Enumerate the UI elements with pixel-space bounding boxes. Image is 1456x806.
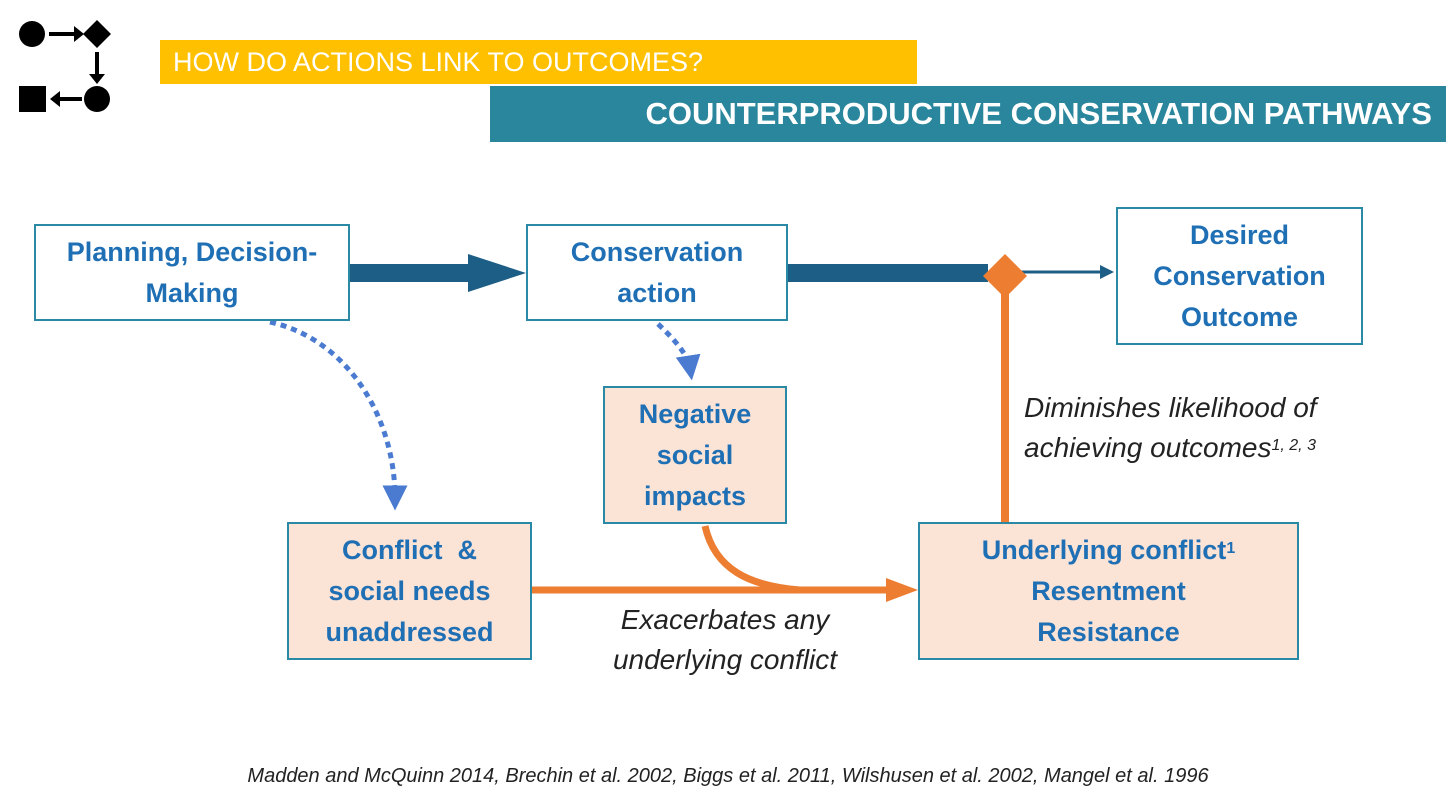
- conflict-line1: Conflict &: [342, 534, 477, 565]
- circle-icon: [84, 86, 110, 112]
- conflict-box: Conflict & social needs unaddressed: [287, 522, 532, 660]
- outcome-line3: Outcome: [1180, 301, 1299, 332]
- orange-arrow-negative-merge: [701, 525, 801, 594]
- square-icon: [19, 86, 46, 112]
- orange-arrow-underlying-to-main: [983, 254, 1027, 522]
- diminishes-line2-text: achieving outcomes: [1024, 432, 1272, 463]
- dotted-arrow-action-to-negative: [656, 322, 701, 381]
- circle-icon: [19, 21, 45, 47]
- negative-line1: Negative: [638, 398, 752, 429]
- action-line2: action: [617, 277, 697, 308]
- outcome-line2: Conservation: [1153, 260, 1326, 291]
- diminishes-note: Diminishes likelihood of achieving outco…: [1024, 388, 1317, 468]
- diminishes-line1: Diminishes likelihood of: [1024, 392, 1317, 423]
- question-banner: HOW DO ACTIONS LINK TO OUTCOMES?: [160, 40, 917, 84]
- exacerbates-line2: underlying conflict: [612, 644, 838, 675]
- underlying-line1-sup: 1: [1226, 539, 1236, 557]
- orange-arrow-conflict-to-underlying: [532, 578, 918, 602]
- underlying-conflict-box: Underlying conflict1 Resentment Resistan…: [918, 522, 1299, 660]
- arrow-left-icon: [50, 91, 82, 107]
- underlying-line1: Underlying conflict1: [982, 530, 1235, 571]
- conflict-line2: social needs: [328, 575, 491, 606]
- conservation-action-box: Conservation action: [526, 224, 788, 321]
- pathway-logo: [19, 20, 111, 112]
- planning-line2: Making: [145, 277, 239, 308]
- main-arrow-planning-to-action: [350, 254, 526, 292]
- diminishes-line2-sup: 1, 2, 3: [1271, 437, 1316, 454]
- planning-box: Planning, Decision- Making: [34, 224, 350, 321]
- exacerbates-note: Exacerbates any underlying conflict: [580, 600, 870, 680]
- diminishes-line2: achieving outcomes1, 2, 3: [1024, 428, 1317, 468]
- conflict-line3: unaddressed: [325, 616, 494, 647]
- arrow-down-icon: [89, 52, 105, 84]
- citation: Madden and McQuinn 2014, Brechin et al. …: [247, 765, 1209, 787]
- underlying-line1-text: Underlying conflict: [981, 534, 1227, 565]
- desired-outcome-box: Desired Conservation Outcome: [1116, 207, 1363, 345]
- negative-impacts-box: Negative social impacts: [603, 386, 787, 524]
- main-arrow-action-to-outcome: [788, 264, 1114, 282]
- diamond-icon: [83, 20, 111, 48]
- negative-line2: social: [656, 439, 734, 470]
- arrow-right-icon: [49, 26, 84, 42]
- dotted-arrow-planning-to-conflict: [269, 319, 408, 511]
- exacerbates-line1: Exacerbates any: [620, 604, 830, 635]
- planning-line1: Planning, Decision-: [66, 236, 318, 267]
- action-line1: Conservation: [570, 236, 744, 267]
- outcome-line1: Desired: [1189, 219, 1290, 250]
- underlying-line2: Resentment: [1031, 575, 1186, 606]
- underlying-line3: Resistance: [1037, 616, 1180, 647]
- page-title: COUNTERPRODUCTIVE CONSERVATION PATHWAYS: [490, 86, 1446, 142]
- negative-line3: impacts: [643, 480, 747, 511]
